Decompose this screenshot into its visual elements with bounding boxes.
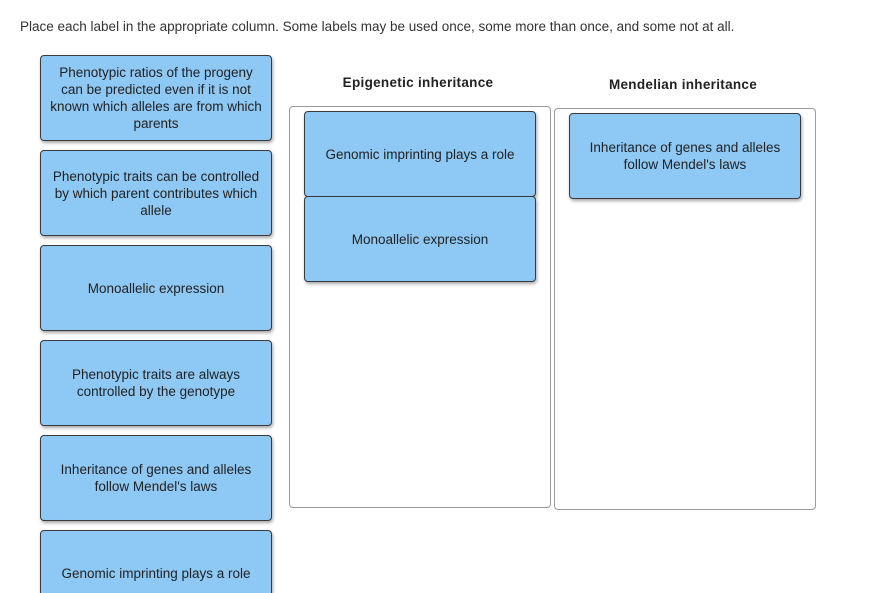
drop-zone-mendelian[interactable]: Inheritance of genes and alleles follow … [554, 108, 816, 510]
label-text: Inheritance of genes and alleles follow … [589, 140, 781, 172]
placed-label-monoallelic[interactable]: Monoallelic expression [304, 196, 536, 282]
draggable-label-genotype-controlled[interactable]: Phenotypic traits are always controlled … [40, 340, 272, 426]
draggable-label-parent-contributes[interactable]: Phenotypic traits can be controlled by w… [40, 150, 272, 236]
draggable-label-genomic-imprinting[interactable]: Genomic imprinting plays a role [40, 530, 272, 593]
draggable-label-phenotypic-ratios[interactable]: Phenotypic ratios of the progeny can be … [40, 55, 272, 141]
label-text: Monoallelic expression [351, 231, 489, 247]
draggable-label-mendel-laws[interactable]: Inheritance of genes and alleles follow … [40, 435, 272, 521]
placed-label-mendel-laws[interactable]: Inheritance of genes and alleles follow … [569, 113, 801, 199]
label-text: Genomic imprinting plays a role [325, 146, 515, 162]
instructions-text: Place each label in the appropriate colu… [20, 19, 735, 34]
placed-label-genomic-imprinting[interactable]: Genomic imprinting plays a role [304, 111, 536, 197]
label-text: Phenotypic ratios of the progeny can be … [50, 65, 262, 131]
label-text: Phenotypic traits can be controlled by w… [52, 168, 260, 218]
label-text: Phenotypic traits are always controlled … [71, 367, 241, 399]
label-text: Monoallelic expression [87, 280, 225, 296]
drop-zone-epigenetic[interactable]: Genomic imprinting plays a role Monoalle… [289, 106, 551, 508]
label-text: Inheritance of genes and alleles follow … [60, 462, 252, 494]
column-title-mendelian: Mendelian inheritance [608, 77, 758, 92]
draggable-label-monoallelic[interactable]: Monoallelic expression [40, 245, 272, 331]
label-text: Genomic imprinting plays a role [61, 565, 251, 581]
column-title-epigenetic: Epigenetic inheritance [342, 75, 494, 90]
